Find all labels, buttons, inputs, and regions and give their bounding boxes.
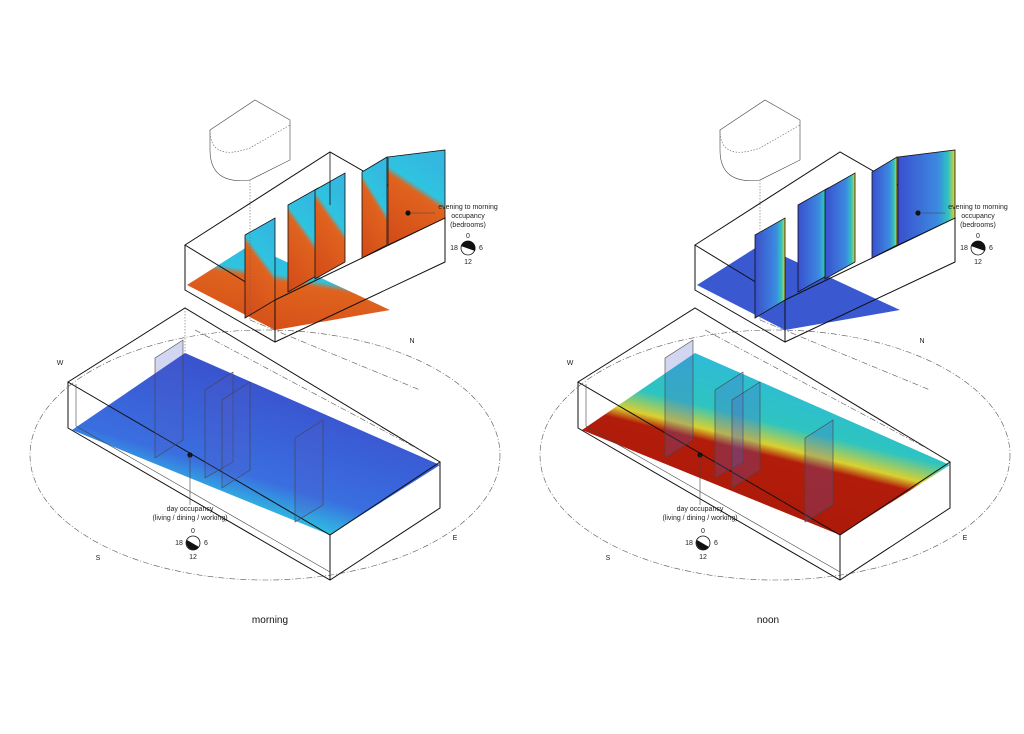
caption-noon: noon	[757, 615, 779, 626]
panel-morning: evening to morning occupancy (bedrooms) …	[29, 99, 501, 626]
compass-s: S	[96, 555, 101, 562]
compass-ring	[29, 329, 501, 581]
clock-label-6: 6	[204, 540, 208, 547]
clock-label-12: 12	[974, 259, 982, 266]
clock-label-6: 6	[479, 245, 483, 252]
clock-label-6: 6	[714, 540, 718, 547]
day-floor-heatmap	[72, 353, 440, 535]
compass-n: N	[409, 338, 414, 345]
compass-ring	[539, 329, 1011, 581]
bedroom-label-line2: occupancy	[961, 213, 995, 220]
clock-label-12: 12	[189, 554, 197, 561]
compass-n: N	[919, 338, 924, 345]
day-label-line2: (living / dining / working)	[152, 515, 227, 522]
clock-label-0: 0	[701, 528, 705, 535]
compass-w: W	[57, 360, 64, 367]
clock-label-0: 0	[191, 528, 195, 535]
clock-label-18: 18	[960, 245, 968, 252]
partition-walls	[664, 339, 834, 523]
bedroom-walls-heatmap	[754, 149, 956, 319]
clock-label-18: 18	[450, 245, 458, 252]
clock-label-18: 18	[685, 540, 693, 547]
bedroom-label-line1: evening to morning	[438, 204, 498, 211]
clock-icon	[185, 535, 201, 551]
clock-icon	[970, 240, 986, 256]
compass-w: W	[567, 360, 574, 367]
compass-e: E	[963, 535, 968, 542]
bedroom-label-line2: occupancy	[451, 213, 485, 220]
day-floor-heatmap	[582, 353, 950, 535]
day-label-line1: day occupancy	[167, 506, 214, 513]
clock-label-12: 12	[464, 259, 472, 266]
clock-label-0: 0	[466, 233, 470, 240]
clock-label-6: 6	[989, 245, 993, 252]
clock-label-0: 0	[976, 233, 980, 240]
clock-label-18: 18	[175, 540, 183, 547]
core-volume	[209, 99, 291, 181]
bedroom-label-line3: (bedrooms)	[450, 222, 486, 229]
clock-icon	[460, 240, 476, 256]
clock-icon	[695, 535, 711, 551]
core-volume	[719, 99, 801, 181]
day-label-line2: (living / dining / working)	[662, 515, 737, 522]
compass-e: E	[453, 535, 458, 542]
bedroom-label-line1: evening to morning	[948, 204, 1008, 211]
compass-s: S	[606, 555, 611, 562]
bedroom-label-line3: (bedrooms)	[960, 222, 996, 229]
partition-walls	[154, 339, 324, 523]
clock-label-12: 12	[699, 554, 707, 561]
day-label-line1: day occupancy	[677, 506, 724, 513]
panel-noon: evening to morning occupancy (bedrooms) …	[539, 99, 1011, 626]
caption-morning: morning	[252, 615, 288, 626]
bedroom-walls-heatmap	[244, 149, 446, 319]
